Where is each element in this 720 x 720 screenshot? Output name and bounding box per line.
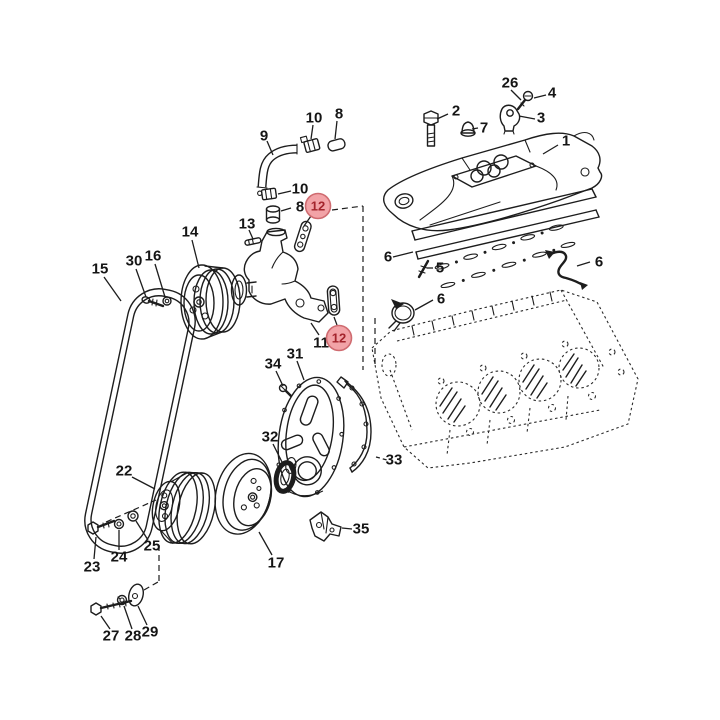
callout-label-11: 11 <box>313 335 329 352</box>
callout-label-10: 10 <box>306 110 323 127</box>
callout-label-2: 2 <box>452 103 460 120</box>
callout-label-13: 13 <box>239 216 256 233</box>
callout-label-3: 3 <box>537 110 545 127</box>
hose-clamp-lower-drawing <box>257 187 278 201</box>
highlight-circle-12[interactable] <box>325 324 353 352</box>
callout-label-34: 34 <box>265 356 282 373</box>
callout-label-33: 33 <box>386 452 403 469</box>
end-gasket-strip-drawing <box>415 209 600 289</box>
hose-sleeve-upper-drawing <box>327 138 346 152</box>
callout-label-8: 8 <box>296 199 304 216</box>
washer-16-drawing <box>162 296 172 306</box>
bracket-3-drawing <box>499 104 521 135</box>
leader-lines <box>93 89 591 630</box>
crank-pulley-drawing <box>214 452 273 535</box>
drive-belt-drawing <box>84 288 196 554</box>
dome-nut-drawing <box>460 121 476 137</box>
hose-drawing <box>256 143 298 189</box>
retainer-clip-drawing <box>545 250 588 290</box>
dowel-pin-drawing <box>417 259 430 279</box>
callout-label-12[interactable]: 12 <box>332 331 346 346</box>
alignment-guide-lines <box>105 205 376 591</box>
callout-label-16: 16 <box>145 248 162 265</box>
callout-label-6: 6 <box>437 291 445 308</box>
washer-25-drawing <box>127 510 139 522</box>
callout-label-8: 8 <box>335 106 343 123</box>
screw-34-drawing <box>278 383 293 398</box>
callout-label-35: 35 <box>353 521 370 538</box>
callout-label-14: 14 <box>182 224 199 241</box>
hose-sleeve-lower-drawing <box>265 205 281 224</box>
callout-label-10: 10 <box>292 181 309 198</box>
callout-label-17: 17 <box>268 555 285 572</box>
screw-30-drawing <box>141 296 165 308</box>
washer-24-drawing <box>113 518 125 530</box>
callout-label-6: 6 <box>384 249 392 266</box>
callout-label-24: 24 <box>111 549 128 566</box>
callout-label-22: 22 <box>116 463 133 480</box>
balancer-bolt-drawing <box>87 519 116 535</box>
crank-seal-drawing <box>273 460 297 494</box>
bracket-screw-drawing <box>516 90 534 111</box>
water-pump-drawing <box>230 227 329 323</box>
callout-label-7: 7 <box>480 120 488 137</box>
callout-label-29: 29 <box>142 624 159 641</box>
highlight-circle-12[interactable] <box>304 192 332 220</box>
callout-label-15: 15 <box>92 261 109 278</box>
callout-label-23: 23 <box>84 559 101 576</box>
callout-label-28: 28 <box>125 628 142 645</box>
engine-block-drawing <box>371 289 639 469</box>
intake-manifold-drawing <box>382 131 603 270</box>
lock-washer-drawing <box>116 594 128 606</box>
mounting-gasket-lower-drawing <box>326 285 341 316</box>
callout-label-32: 32 <box>262 429 279 446</box>
ring-clamp-drawing <box>388 299 415 332</box>
water-pump-pulley-drawing <box>180 264 241 340</box>
callout-label-31: 31 <box>287 346 304 363</box>
mounting-gasket-upper-drawing <box>293 220 312 253</box>
callout-label-26: 26 <box>502 75 519 92</box>
cover-gasket-drawing <box>336 376 372 473</box>
manifold-bolt-drawing <box>423 110 439 147</box>
bracket-35-drawing <box>309 511 342 542</box>
washer-29-drawing <box>128 583 144 607</box>
callout-label-30: 30 <box>126 253 143 270</box>
callout-label-5: 5 <box>436 260 444 277</box>
hose-clamp-upper-drawing <box>299 135 321 154</box>
callout-label-27: 27 <box>103 628 120 645</box>
callout-label-9: 9 <box>260 128 268 145</box>
timing-cover-drawing <box>276 376 345 498</box>
callout-label-6: 6 <box>595 254 603 271</box>
callout-label-4: 4 <box>548 85 557 102</box>
callout-label-25: 25 <box>144 538 161 555</box>
callout-label-12[interactable]: 12 <box>311 199 325 214</box>
callout-label-1: 1 <box>562 133 570 150</box>
harmonic-balancer-drawing <box>151 471 217 545</box>
